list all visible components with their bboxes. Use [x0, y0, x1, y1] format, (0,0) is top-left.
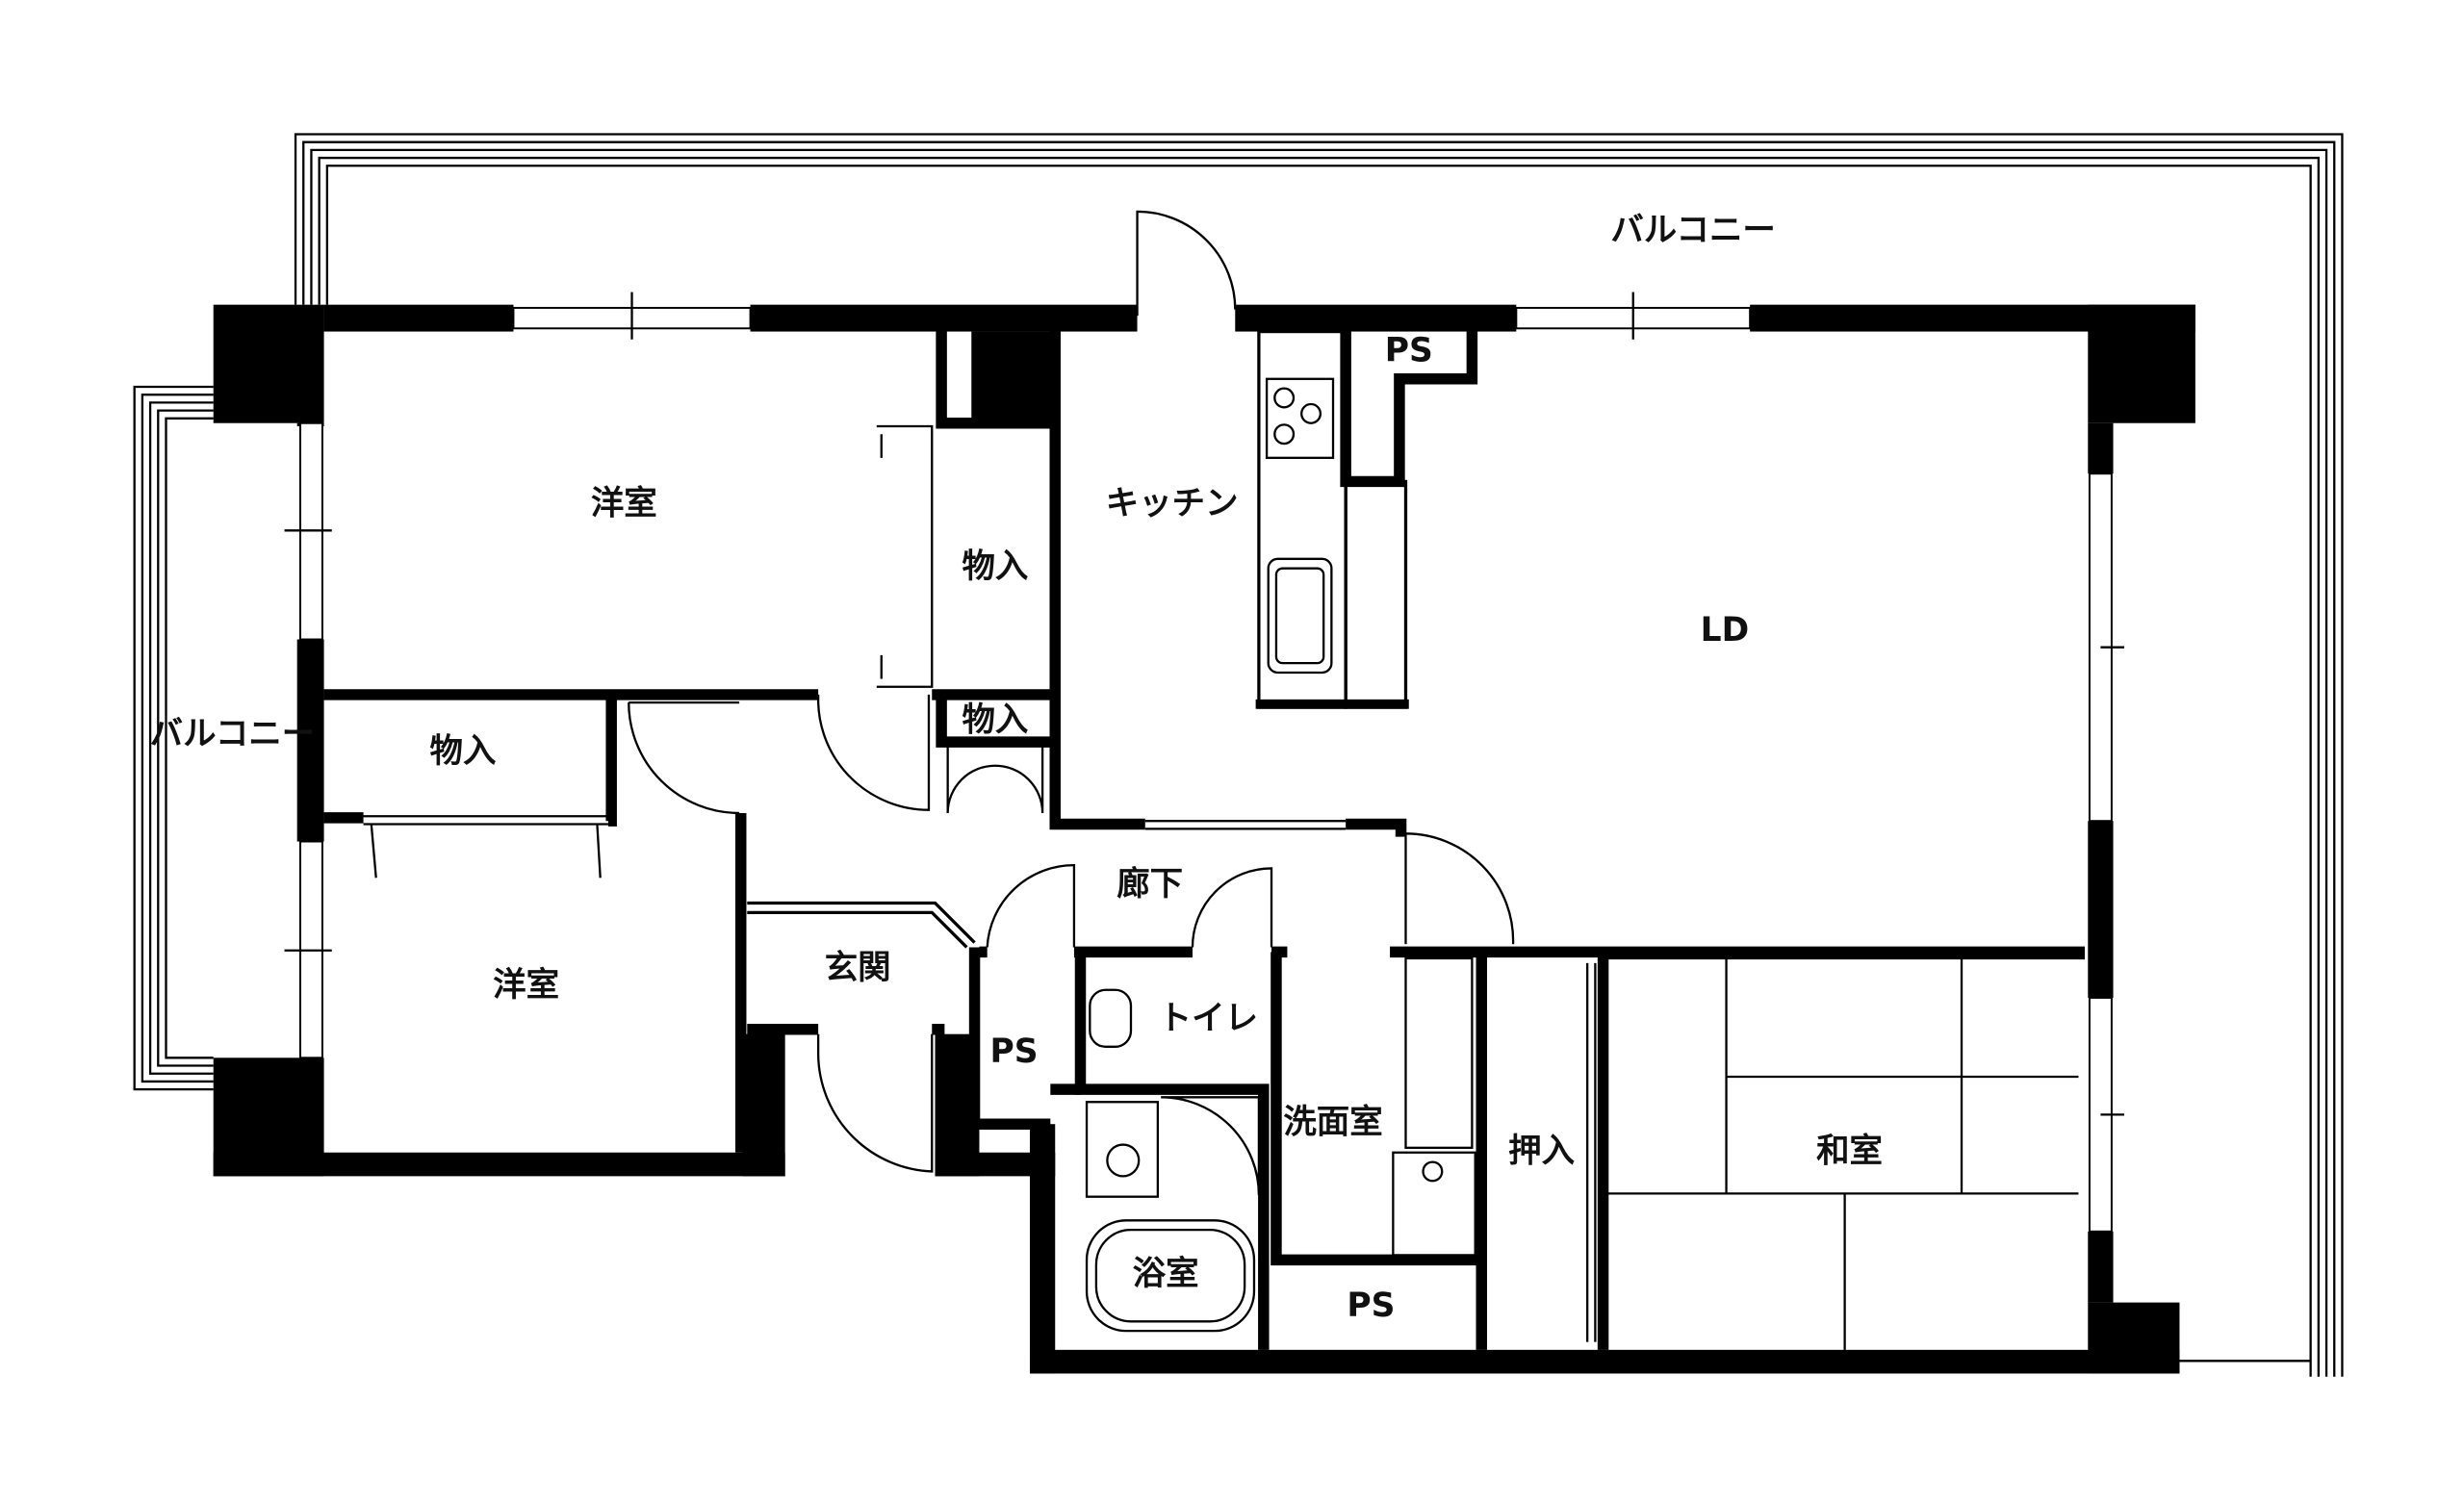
- balcony-top-label: バルコニー: [1610, 212, 1776, 250]
- washroom-label: 洗面室: [1283, 1104, 1382, 1142]
- bathroom-label: 浴室: [1133, 1255, 1199, 1293]
- ps-entrance-label: PS: [990, 1032, 1039, 1071]
- hallway-label: 廊下: [1116, 865, 1183, 904]
- western-room-1-label: 洋室: [591, 485, 657, 523]
- exterior-walls: [213, 304, 2195, 1374]
- western-room-2-label: 洋室: [493, 966, 559, 1005]
- kitchen-counter: [1255, 329, 1409, 709]
- balcony-left-label: バルコニー: [150, 715, 316, 753]
- windows: [284, 292, 2125, 1233]
- storage-3-label: 物入: [962, 701, 1028, 739]
- ps-kitchen-label: PS: [1385, 331, 1433, 369]
- tatami-lines: [1603, 957, 2079, 1350]
- ld-label: LD: [1701, 611, 1750, 650]
- kitchen-label: キッチン: [1106, 485, 1239, 523]
- sanitary-fixtures: [1085, 956, 1476, 1333]
- doors: [363, 210, 2086, 1342]
- toilet-label: トイレ: [1159, 999, 1258, 1037]
- entrance-label: 玄関: [825, 949, 891, 987]
- storage-1-label: 物入: [962, 548, 1028, 586]
- japanese-room-label: 和室: [1816, 1132, 1883, 1170]
- balcony-left-outline: [133, 385, 214, 1091]
- ps-bath-label: PS: [1347, 1286, 1395, 1325]
- balcony-top-outline: [294, 133, 2344, 1377]
- oshiire-label: 押入: [1508, 1132, 1575, 1170]
- storage-2-label: 物入: [430, 732, 497, 771]
- interior-walls: [323, 331, 2086, 1350]
